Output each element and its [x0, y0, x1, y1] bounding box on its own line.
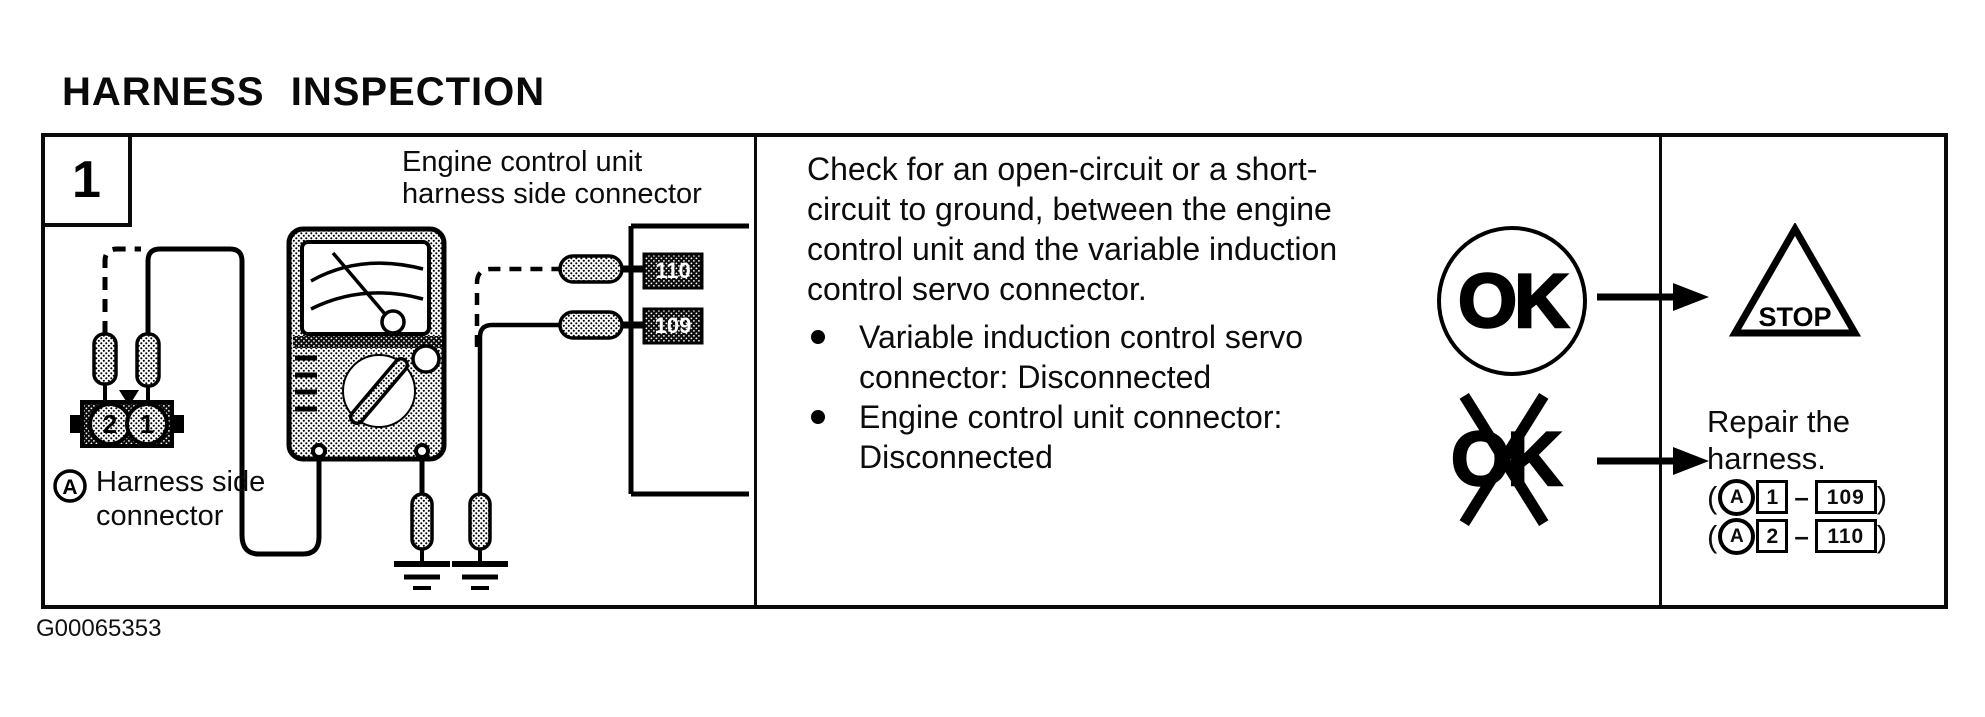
terminal-box: 109 [1814, 480, 1877, 514]
repair-mapping-row: ( A 2 – 110 ) [1707, 517, 1888, 555]
instruction-bullet: Variable induction control servo connect… [807, 317, 1487, 397]
meter-jack-left [311, 443, 327, 459]
panel-divider [754, 137, 757, 605]
panel-divider [1659, 137, 1662, 605]
test-probe-pin1 [135, 332, 161, 401]
step-number: 1 [72, 151, 101, 209]
pin-box: 1 [1756, 480, 1789, 514]
svg-text:A: A [62, 476, 77, 499]
ecu-connector-label: Engine control unit harness side connect… [402, 146, 702, 210]
figure-code: G00065353 [36, 615, 162, 642]
terminal-box: 110 [1814, 519, 1877, 553]
ecu-probe-top [558, 254, 646, 284]
instruction-text: Check for an open-circuit or a short- ci… [807, 149, 1487, 477]
ecu-lead-solid [477, 322, 560, 494]
page-title: HARNESS INSPECTION [62, 70, 546, 114]
inspection-box: 2 1 [41, 133, 1948, 609]
instruction-bullet: Engine control unit connector: Disconnec… [807, 397, 1487, 477]
ecu-terminal-110: 110 [642, 252, 704, 290]
ground-symbol [394, 561, 450, 590]
ground-symbol [452, 561, 508, 590]
flow-arrow-not-ok [1597, 447, 1709, 475]
harness-connector-label: Harness side connector [96, 466, 266, 532]
repair-instruction: Repair the harness. ( A 1 – 109 ) ( A 2 … [1707, 404, 1888, 555]
harness-connector: 2 1 [70, 390, 184, 448]
ground-probe-1 [394, 492, 450, 590]
test-lead-solid [145, 246, 322, 557]
harness-diagram: 2 1 [53, 223, 749, 590]
stop-label: STOP [1758, 302, 1831, 332]
ground-probe-2 [452, 492, 508, 590]
stop-sign: STOP [1729, 223, 1862, 337]
bullet-dot-icon [807, 317, 859, 397]
pin-2-label: 2 [103, 409, 117, 439]
step-number-box: 1 [45, 137, 132, 227]
instruction-paragraph: Check for an open-circuit or a short- ci… [807, 151, 1338, 307]
flow-arrow-ok [1597, 283, 1709, 311]
terminal-109-label: 109 [655, 313, 692, 338]
test-lead-dashed [102, 246, 141, 334]
pin-box: 2 [1756, 519, 1789, 553]
meter-jack-right [414, 443, 430, 459]
pin-1-label: 1 [140, 409, 154, 439]
multimeter-display [300, 240, 431, 336]
multimeter [286, 226, 447, 462]
meter-needle [331, 251, 392, 322]
instruction-bullets: Variable induction control servo connect… [807, 317, 1487, 477]
pin-1 [125, 402, 169, 446]
circled-a-marker: A [1718, 478, 1756, 516]
terminal-110-label: 110 [655, 258, 691, 283]
bullet-dot-icon [807, 397, 859, 477]
circled-a-marker: A [1718, 517, 1756, 555]
ecu-probe-bottom [558, 310, 646, 340]
ecu-connector-bracket [628, 223, 749, 497]
repair-mapping-row: ( A 1 – 109 ) [1707, 478, 1888, 516]
ecu-lead-dashed [474, 266, 560, 347]
ecu-terminal-109: 109 [642, 307, 704, 345]
ok-symbol: OK [1437, 226, 1587, 376]
circled-a-marker: A [53, 469, 87, 503]
test-probe-pin2 [92, 332, 118, 401]
